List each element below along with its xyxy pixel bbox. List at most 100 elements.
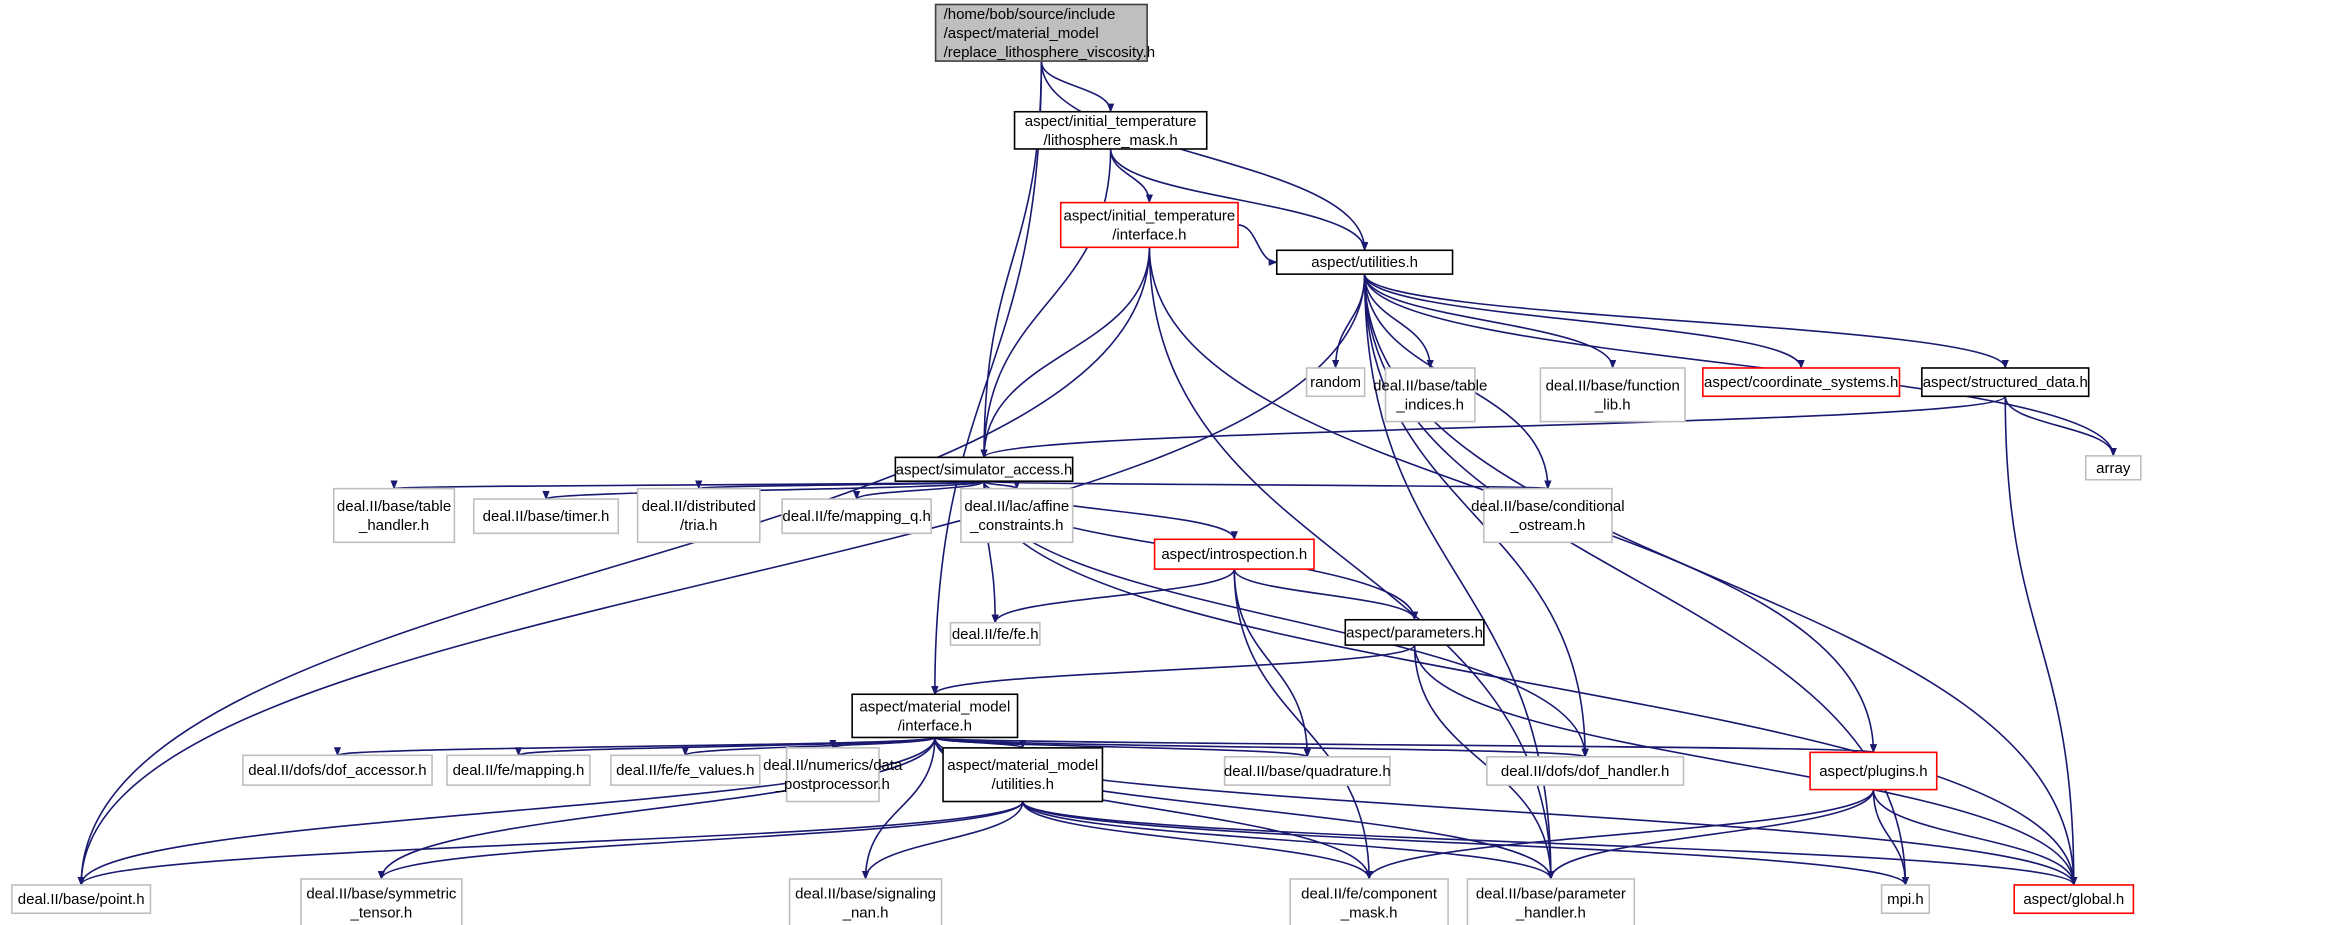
node-box <box>1305 367 1366 398</box>
node-label: _lib.h <box>1594 396 1631 413</box>
node-label: aspect/initial_temperature <box>1063 207 1235 224</box>
node-box <box>1921 367 2090 398</box>
node-cond_ostream: deal.II/base/conditional _ostream.h <box>1471 487 1625 544</box>
edge-mm_utilities-to-global <box>1021 801 2078 886</box>
node-box <box>851 693 1019 739</box>
node-mapping: deal.II/fe/mapping.h <box>446 754 591 786</box>
edge-mm_utilities-to-point <box>77 801 1024 886</box>
edge-mm_utilities-to-component_mask <box>1021 801 1373 880</box>
node-box <box>242 754 433 786</box>
edge-mm_interface-to-sym_tensor <box>377 737 936 880</box>
node-box <box>446 754 591 786</box>
node-box <box>785 747 880 803</box>
edge-it_interface-to-utilities <box>1237 224 1278 266</box>
node-label: /interface.h <box>898 717 972 734</box>
node-label: _ostream.h <box>1509 517 1585 534</box>
node-fe_h: deal.II/fe/fe.h <box>949 621 1041 646</box>
edge-mm_interface-to-plugins <box>934 736 1876 754</box>
node-label: /interface.h <box>1112 226 1186 243</box>
node-label: deal.II/dofs/dof_handler.h <box>1501 763 1669 780</box>
node-label: aspect/introspection.h <box>1161 546 1307 563</box>
node-mm_interface[interactable]: aspect/material_model/interface.h <box>851 693 1019 739</box>
edge-mm_interface-to-signaling_nan <box>861 737 936 880</box>
node-label: array <box>2096 460 2131 477</box>
node-label: deal.II/lac/affine <box>964 498 1069 515</box>
node-label: deal.II/numerics/data <box>763 757 903 774</box>
edge-mm_interface-to-data_post <box>829 736 936 749</box>
node-label: _tensor.h <box>350 904 413 921</box>
node-label: aspect/structured_data.h <box>1923 374 2088 391</box>
node-global[interactable]: aspect/global.h <box>2013 884 2135 915</box>
node-box <box>960 487 1074 544</box>
node-plugins[interactable]: aspect/plugins.h <box>1809 751 1938 791</box>
node-label: /utilities.h <box>991 776 1054 793</box>
node-box <box>942 747 1104 803</box>
node-affine: deal.II/lac/affine_constraints.h <box>960 487 1074 544</box>
edge-structured_data-to-global <box>2004 396 2078 886</box>
node-box <box>1275 249 1454 275</box>
node-mm_utilities[interactable]: aspect/material_model/utilities.h <box>942 747 1104 803</box>
node-dof_accessor: deal.II/dofs/dof_accessor.h <box>242 754 433 786</box>
node-box <box>934 3 1148 62</box>
edge-plugins-to-param_handler <box>1547 789 1875 880</box>
node-label: deal.II/fe/fe.h <box>952 626 1039 643</box>
edge-sim_access-to-affine <box>983 480 1021 490</box>
edge-utilities-to-function_lib <box>1363 274 1617 369</box>
node-mapping_q: deal.II/fe/mapping_q.h <box>781 498 932 535</box>
node-mpi: mpi.h <box>1880 884 1931 915</box>
edge-plugins-to-global <box>1872 789 2078 886</box>
node-label: aspect/parameters.h <box>1346 624 1483 641</box>
node-label: deal.II/base/table <box>337 498 451 515</box>
node-label: _mask.h <box>1340 904 1398 921</box>
node-box <box>332 487 456 544</box>
edge-structured_data-to-sim_access <box>980 395 2007 459</box>
node-box <box>1013 110 1208 150</box>
node-dof_handler: deal.II/dofs/dof_handler.h <box>1486 756 1685 786</box>
node-box <box>300 878 463 925</box>
edge-it_interface-to-sim_access <box>980 247 1151 459</box>
node-layer: /home/bob/source/include/aspect/material… <box>11 3 2142 925</box>
edge-plugins-to-component_mask <box>1365 789 1875 880</box>
node-label: deal.II/fe/component <box>1301 885 1438 902</box>
edge-sim_access-to-timer <box>542 480 985 500</box>
edge-structured_data-to-array <box>2004 396 2117 457</box>
node-box <box>1384 367 1476 423</box>
node-box <box>1344 618 1485 646</box>
node-box <box>781 498 932 535</box>
edge-litho_mask-to-utilities <box>1109 148 1369 252</box>
node-box <box>472 498 620 535</box>
node-point: deal.II/base/point.h <box>11 884 152 915</box>
node-label: _postprocessor.h <box>775 776 890 793</box>
node-label: aspect/initial_temperature <box>1025 113 1197 130</box>
node-box <box>1289 878 1449 925</box>
node-structured_data[interactable]: aspect/structured_data.h <box>1921 367 2090 398</box>
edge-sim_access-to-mapping_q <box>853 480 985 500</box>
node-function_lib: deal.II/base/function_lib.h <box>1539 367 1686 423</box>
node-box <box>1483 487 1613 544</box>
node-label: _nan.h <box>842 904 889 921</box>
edge-utilities-to-global <box>1363 274 2078 886</box>
node-coord_sys[interactable]: aspect/coordinate_systems.h <box>1702 367 1901 398</box>
node-label: deal.II/fe/fe_values.h <box>616 762 754 779</box>
node-label: aspect/material_model <box>947 757 1098 774</box>
edge-utilities-to-param_handler <box>1363 274 1555 880</box>
edge-root-to-utilities <box>1040 61 1369 252</box>
node-timer: deal.II/base/timer.h <box>472 498 620 535</box>
node-litho_mask[interactable]: aspect/initial_temperature/lithosphere_m… <box>1013 110 1208 150</box>
node-sim_access[interactable]: aspect/simulator_access.h <box>894 456 1074 483</box>
edge-utilities-to-structured_data <box>1363 273 2009 369</box>
node-introspection[interactable]: aspect/introspection.h <box>1153 538 1315 570</box>
node-label: deal.II/base/conditional <box>1471 498 1624 515</box>
node-label: deal.II/base/table <box>1373 377 1487 394</box>
node-parameters[interactable]: aspect/parameters.h <box>1344 618 1485 646</box>
node-utilities[interactable]: aspect/utilities.h <box>1275 249 1454 275</box>
node-it_interface[interactable]: aspect/initial_temperature/interface.h <box>1059 201 1239 249</box>
node-fe_values: deal.II/fe/fe_values.h <box>610 754 761 786</box>
node-box <box>1539 367 1686 423</box>
node-dist_tria: deal.II/distributed/tria.h <box>636 487 761 544</box>
edge-parameters-to-mm_interface <box>931 644 1416 696</box>
edge-mm_utilities-to-sym_tensor <box>377 801 1024 880</box>
node-label: _indices.h <box>1395 396 1464 413</box>
node-label: /aspect/material_model <box>944 25 1099 42</box>
